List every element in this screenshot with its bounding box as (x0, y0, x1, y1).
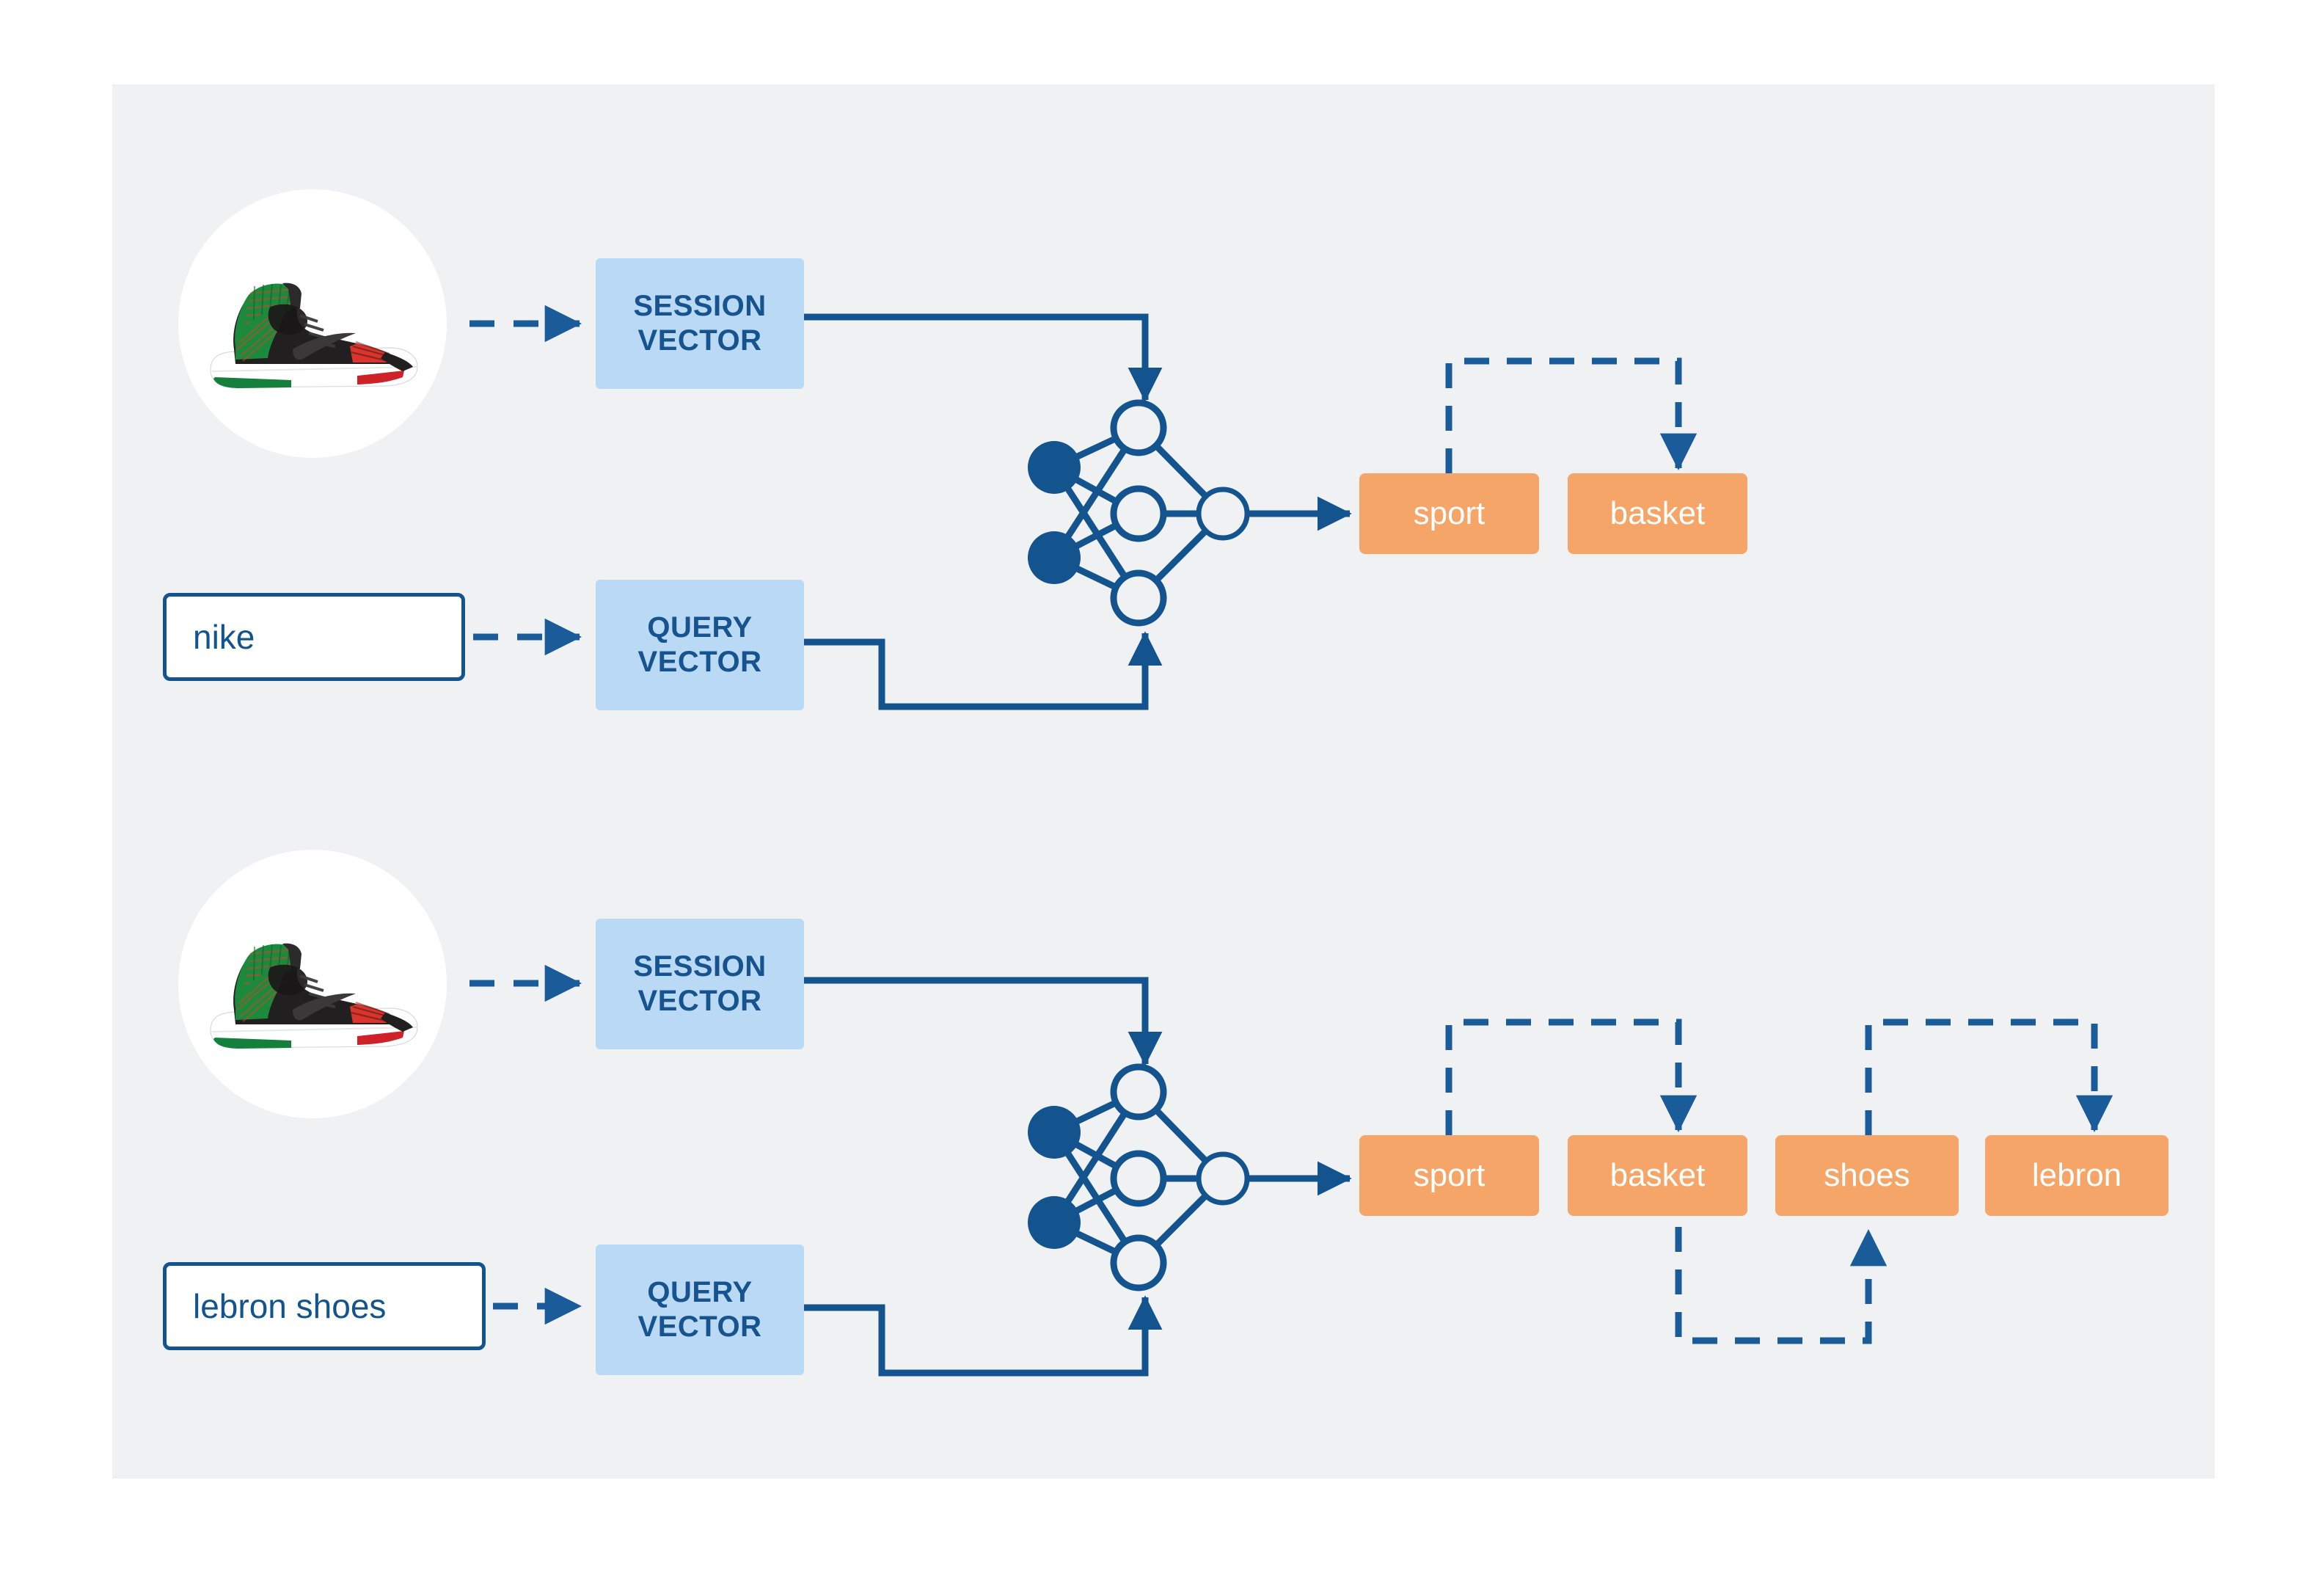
session-vector-box-bottom: SESSION VECTOR (596, 919, 804, 1049)
query-vector-box-top: QUERY VECTOR (596, 580, 804, 710)
token-box-basket-bottom[interactable]: basket (1568, 1135, 1747, 1216)
session-vector-label-line2: VECTOR (637, 324, 762, 357)
query-vector-box-bottom: QUERY VECTOR (596, 1245, 804, 1375)
token-label: basket (1609, 495, 1706, 531)
token-box-shoes-bottom[interactable]: shoes (1775, 1135, 1959, 1216)
query-input-box-top[interactable]: nike (163, 593, 465, 681)
token-label: shoes (1824, 1157, 1910, 1193)
token-box-lebron-bottom[interactable]: lebron (1985, 1135, 2168, 1216)
session-vector-label-line1: SESSION (633, 950, 767, 983)
token-label: sport (1413, 1157, 1486, 1193)
query-input-value: nike (193, 618, 255, 656)
token-box-sport-top[interactable]: sport (1359, 473, 1539, 554)
sneaker-image (210, 283, 418, 388)
query-input-value: lebron shoes (193, 1287, 387, 1325)
token-box-basket-top[interactable]: basket (1568, 473, 1747, 554)
session-vector-label-line2: VECTOR (637, 985, 762, 1017)
token-label: lebron (2031, 1157, 2122, 1193)
session-vector-label-line1: SESSION (633, 289, 767, 322)
query-input-box-bottom[interactable]: lebron shoes (163, 1262, 486, 1350)
product-image-circle-top (178, 189, 447, 458)
session-vector-box-top: SESSION VECTOR (596, 258, 804, 389)
query-vector-label-line2: VECTOR (637, 1311, 762, 1343)
query-vector-label-line1: QUERY (647, 611, 753, 644)
product-image-circle-bottom (178, 850, 447, 1118)
token-label: sport (1413, 495, 1486, 531)
token-box-sport-bottom[interactable]: sport (1359, 1135, 1539, 1216)
sneaker-image (210, 943, 418, 1049)
query-vector-label-line2: VECTOR (637, 646, 762, 678)
query-vector-label-line1: QUERY (647, 1275, 753, 1308)
token-label: basket (1609, 1157, 1706, 1193)
